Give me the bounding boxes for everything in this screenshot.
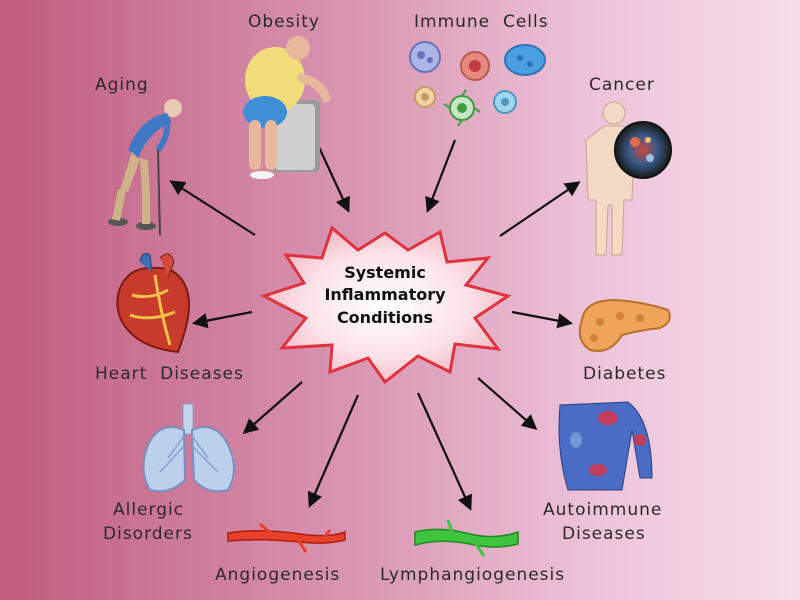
label-autoimmune-line1: Autoimmune	[543, 500, 663, 520]
label-allergic-line2: Disorders	[103, 524, 193, 544]
center-starburst	[260, 225, 512, 385]
center-title-line3: Conditions	[336, 307, 434, 327]
immune-cells-illustration	[409, 41, 546, 127]
aging-illustration	[108, 99, 182, 236]
lymphangiogenesis-illustration	[414, 519, 519, 557]
center-title: Systemic Inflammatory Conditions	[300, 262, 470, 329]
label-cancer: Cancer	[589, 75, 655, 95]
label-obesity: Obesity	[248, 12, 320, 32]
label-allergic-line1: Allergic	[113, 500, 185, 520]
label-diabetes: Diabetes	[583, 364, 667, 384]
autoimmune-illustration	[558, 401, 653, 491]
pancreas-illustration	[578, 298, 671, 352]
arrow-lymphangiogenesis	[416, 392, 472, 511]
arrow-autoimmune	[477, 377, 538, 431]
label-autoimmune-line2: Diseases	[562, 524, 646, 544]
arrow-aging	[169, 180, 256, 236]
lungs-illustration	[142, 403, 235, 493]
label-angiogenesis: Angiogenesis	[215, 565, 341, 585]
center-title-line1: Systemic	[344, 263, 426, 282]
arrow-immune-cells	[425, 139, 457, 213]
label-aging: Aging	[95, 75, 149, 95]
arrow-cancer	[499, 181, 581, 237]
center-title-line2: Inflammatory	[324, 285, 446, 305]
label-heart-diseases: Heart Diseases	[95, 364, 244, 384]
heart-illustration	[116, 253, 190, 354]
cancer-illustration	[585, 101, 672, 256]
arrow-diabetes	[511, 310, 574, 329]
arrow-heart-diseases	[191, 310, 253, 329]
obesity-illustration	[243, 36, 331, 179]
label-lymphangiogenesis: Lymphangiogenesis	[380, 565, 566, 585]
arrow-angiogenesis	[307, 394, 360, 508]
angiogenesis-illustration	[227, 522, 346, 553]
label-immune-cells: Immune Cells	[414, 12, 549, 32]
arrow-obesity	[317, 144, 350, 213]
arrow-allergic	[242, 381, 303, 435]
